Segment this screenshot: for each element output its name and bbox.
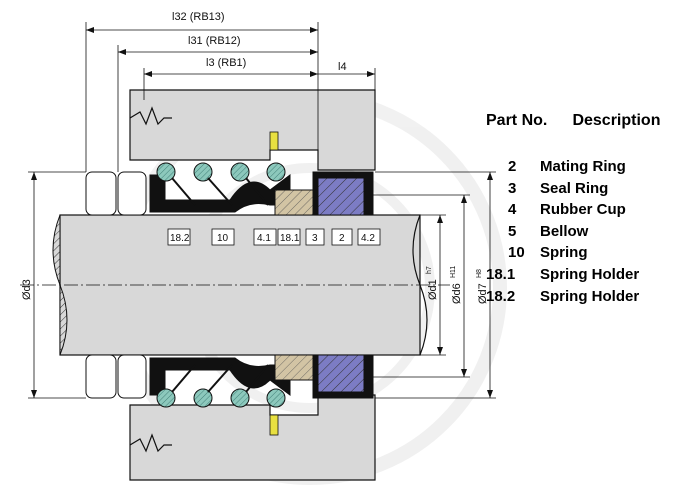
legend-part-no: 18.2 [486, 287, 516, 305]
legend-row: 4 Rubber Cup [486, 199, 696, 221]
legend-header-desc: Description [572, 112, 661, 129]
legend-row: 10 Spring [486, 242, 696, 264]
legend-part-desc: Spring [540, 244, 588, 262]
dim-d3: Ød3 [21, 279, 33, 300]
housing-bottom [129, 394, 376, 481]
legend-part-desc: Mating Ring [540, 158, 626, 175]
callout-label: 4.2 [361, 233, 375, 244]
legend-row: 5 Bellow [486, 221, 696, 243]
callout-label: 18.2 [170, 233, 190, 244]
callout-10: 10 [211, 228, 235, 246]
shaft [20, 214, 450, 356]
dim-d6: Ød6 [451, 283, 463, 304]
dim-d1: Ød1 [427, 279, 439, 300]
dim-l4: l4 [338, 61, 347, 73]
callout-label: 2 [339, 233, 345, 244]
legend-row: 18.2 Spring Holder [486, 286, 696, 308]
dim-l31: l31 (RB12) [188, 35, 241, 47]
legend-row: 2 Mating Ring [486, 156, 696, 178]
legend-part-no: 10 [508, 244, 525, 262]
callout-label: 18.1 [280, 233, 300, 244]
dim-d7-tol: H8 [476, 269, 483, 278]
callout-label: 3 [312, 233, 318, 244]
legend-part-no: 5 [508, 222, 517, 240]
legend-part-desc: Spring Holder [540, 287, 640, 305]
legend-part-no: 3 [508, 179, 517, 197]
legend-header-part: Part No. [486, 112, 548, 129]
callout-4-1: 4.1 [253, 228, 277, 246]
dimension-arrows [31, 27, 493, 398]
legend-part-desc: Seal Ring [540, 179, 609, 197]
callout-2: 2 [331, 228, 353, 246]
dim-l3: l3 (RB1) [206, 57, 246, 69]
callout-label: 10 [217, 233, 229, 244]
legend-part-desc: Bellow [540, 222, 589, 240]
callout-label: 4.1 [257, 233, 271, 244]
legend-part-no: 2 [508, 158, 517, 175]
dim-d1-tol: h7 [426, 266, 433, 274]
legend-row: 3 Seal Ring [486, 178, 696, 200]
callout-4-2: 4.2 [357, 228, 381, 246]
callout-18-1: 18.1 [277, 228, 301, 246]
callout-18-2: 18.2 [167, 228, 191, 246]
legend-part-desc: Rubber Cup [540, 201, 626, 219]
dim-d7: Ød7 [477, 283, 489, 304]
legend-part-desc: Spring Holder [540, 265, 640, 283]
parts-legend: Part No. Description 2 Mating Ring 3 Seal … [486, 112, 696, 307]
legend-header: Part No. Description [486, 112, 696, 138]
dim-d6-tol: H11 [450, 266, 457, 278]
legend-row: 18.1 Spring Holder [486, 264, 696, 286]
callout-3: 3 [305, 228, 325, 246]
seal-assembly-bottom [85, 354, 374, 408]
housing-top [129, 89, 376, 171]
dimension-lines [28, 22, 496, 399]
legend-part-no: 18.1 [486, 265, 516, 283]
seal-assembly-top [85, 162, 374, 216]
dim-l32: l32 (RB13) [172, 11, 225, 23]
legend-part-no: 4 [508, 201, 517, 219]
